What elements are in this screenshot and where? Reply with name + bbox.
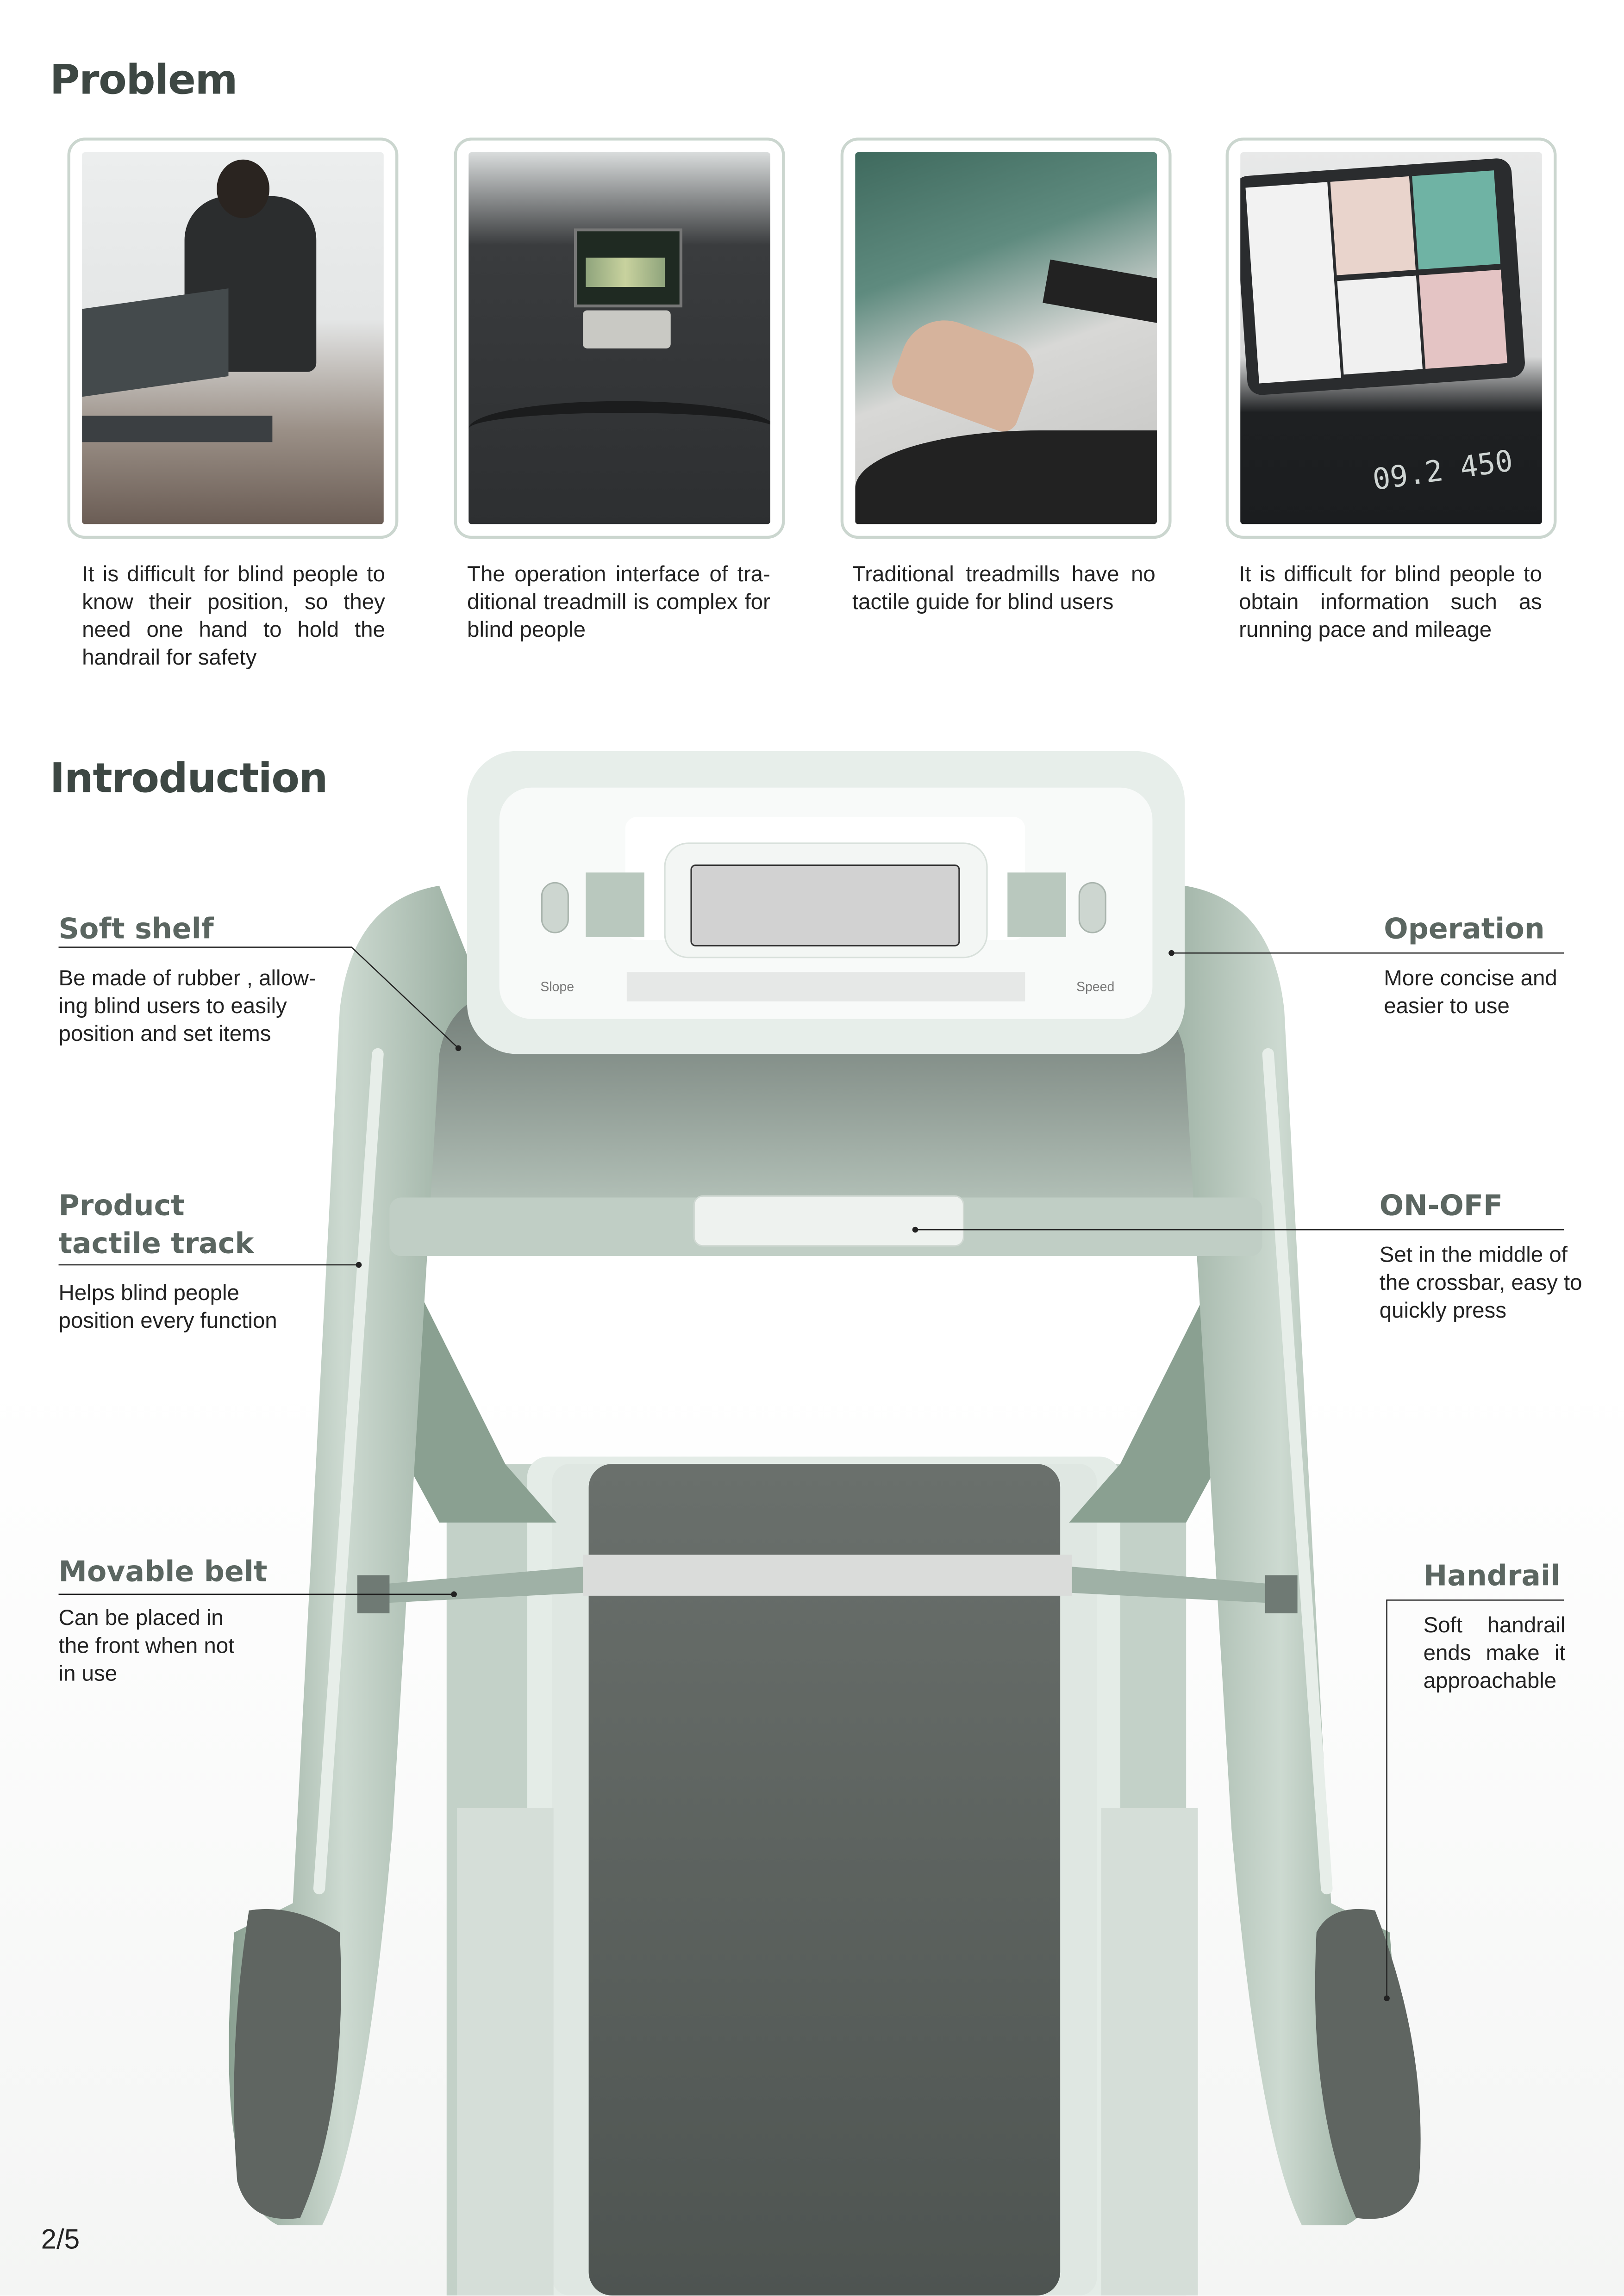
problem-heading: Problem: [50, 56, 238, 104]
hand-on-handrail-photo: [855, 152, 1157, 524]
introduction-heading: Introduction: [50, 754, 328, 803]
problem-card-1: [67, 137, 399, 539]
callout-lines: [58, 946, 1564, 1998]
left-tactile-track: [313, 1048, 384, 1895]
speed-adjust-button[interactable]: [1078, 882, 1106, 933]
tactile-track-title: Product tactile track: [58, 1188, 254, 1261]
slope-label: Slope: [540, 979, 575, 994]
handrail-title: Handrail: [1423, 1559, 1561, 1593]
problem-caption-1: It is difficult for blind people to know…: [82, 562, 385, 671]
movable-belt-desc: Can be placed in the front when not in u…: [58, 1606, 235, 1687]
tablet-display-photo: 09.2 450: [1240, 152, 1542, 524]
running-belt: [588, 1464, 1061, 2296]
speed-label: Speed: [1076, 979, 1115, 994]
person-on-treadmill-photo: [82, 152, 384, 524]
speaker-grille: [626, 972, 1025, 1002]
problem-caption-3: Traditional treadmills have no tactile g…: [852, 562, 1156, 615]
right-handrail-end: [1315, 1909, 1421, 2219]
operation-desc: More concise and easier to use: [1384, 966, 1557, 1019]
treadmill-base: [446, 1456, 1198, 2296]
problem-card-3: [840, 137, 1172, 539]
slope-adjust-button[interactable]: [541, 882, 569, 933]
on-off-button[interactable]: [693, 1195, 964, 1247]
page-number: 2/5: [41, 2225, 80, 2256]
problem-card-4: 09.2 450: [1225, 137, 1557, 539]
right-tactile-track: [1262, 1048, 1333, 1895]
movable-belt-title: Movable belt: [58, 1555, 268, 1589]
on-off-title: ON-OFF: [1379, 1188, 1503, 1223]
problem-caption-4: It is difficult for blind people to obta…: [1239, 562, 1542, 643]
problem-card-2: [454, 137, 785, 539]
problem-caption-2: The operation interface of tra-ditional …: [467, 562, 770, 643]
left-handrail-end: [234, 1909, 341, 2219]
tactile-track-desc: Helps blind people position every functi…: [58, 1281, 277, 1334]
console-display: [690, 864, 960, 947]
on-off-desc: Set in the middle of the crossbar, easy …: [1379, 1243, 1582, 1324]
handrail-desc: Soft handrail ends make it approachable: [1423, 1613, 1566, 1694]
treadmill-console-photo: [468, 152, 770, 524]
operation-title: Operation: [1384, 912, 1545, 946]
operation-console: [467, 751, 1185, 1054]
soft-shelf-title: Soft shelf: [58, 912, 214, 946]
soft-shelf-desc: Be made of rubber , allow-ing blind user…: [58, 966, 317, 1047]
